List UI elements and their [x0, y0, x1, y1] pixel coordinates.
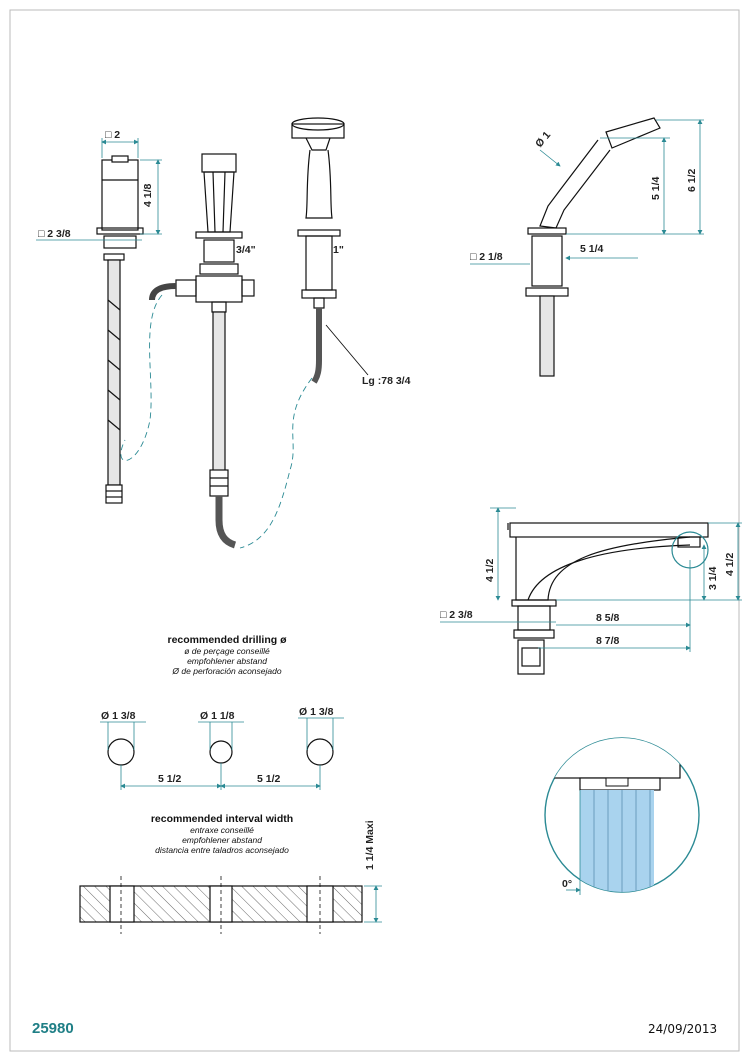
- diverter-view: [149, 153, 255, 549]
- hole-spacing-1: 5 1/2: [158, 773, 182, 785]
- dim-thread-1: 1": [333, 244, 344, 256]
- dim-spout-height-3-1-4: 3 1/4: [707, 566, 719, 590]
- flexible-hose-left: [120, 294, 163, 461]
- product-reference: 25980: [32, 1020, 74, 1037]
- dim-thread-3-4: 3/4": [236, 244, 256, 256]
- hole2-diameter: Ø 1 1/8: [200, 710, 235, 722]
- drilling-title-block: recommended drilling ø ø de perçage cons…: [97, 634, 357, 676]
- hole3-diameter: Ø 1 3/8: [299, 706, 334, 718]
- hose-leader: [325, 324, 369, 376]
- interval-title-es: distancia entre taladros aconsejado: [155, 845, 289, 855]
- dim-spout-height-right: 4 1/2: [724, 552, 736, 576]
- drawing-date: 24/09/2013: [648, 1022, 718, 1036]
- interval-title-de: empfohlener abstand: [182, 835, 262, 845]
- interval-title-fr: entraxe conseillé: [190, 825, 254, 835]
- hand-shower-view: [291, 117, 345, 384]
- water-flow-detail: [544, 737, 700, 895]
- dim-square-2-1-8: □ 2 1/8: [470, 251, 503, 263]
- dim-width-5-1-4: 5 1/4: [580, 243, 604, 255]
- valve-handle-view: [96, 155, 144, 504]
- interval-title: recommended interval width: [150, 813, 294, 825]
- drilling-title-fr: ø de perçage conseillé: [184, 646, 270, 656]
- dimension-lines-left: [36, 138, 162, 241]
- dim-height-5-1-4: 5 1/4: [650, 176, 662, 200]
- dimension-lines-right-top: [470, 119, 704, 265]
- dim-diameter-1: Ø 1: [533, 129, 553, 150]
- dim-spout-height-left: 4 1/2: [484, 558, 496, 582]
- angled-shower-view: [525, 117, 661, 377]
- drilling-dimension-lines: [100, 717, 344, 790]
- interval-max-thickness: 1 1/4 Maxi: [364, 820, 376, 870]
- dim-hose-length: Lg :78 3/4: [362, 375, 411, 387]
- dimension-lines-spout: [440, 507, 742, 652]
- flexible-hose-right: [239, 377, 313, 549]
- drilling-holes: [107, 738, 334, 766]
- interval-title-block: recommended interval width entraxe conse…: [92, 813, 352, 855]
- drilling-title: recommended drilling ø: [167, 634, 287, 646]
- dim-angle-0: 0°: [562, 878, 572, 890]
- drilling-title-es: Ø de perforación aconsejado: [172, 666, 282, 676]
- interval-dimension-lines: [364, 885, 382, 923]
- dim-square-2: □ 2: [105, 129, 120, 141]
- dim-spout-8-5-8: 8 5/8: [596, 612, 620, 624]
- dim-spout-8-7-8: 8 7/8: [596, 635, 620, 647]
- spout-view: [507, 522, 709, 675]
- dim-square-2-3-8: □ 2 3/8: [38, 228, 71, 240]
- hole1-diameter: Ø 1 3/8: [101, 710, 136, 722]
- dim-height-6-1-2: 6 1/2: [686, 168, 698, 192]
- drilling-title-de: empfohlener abstand: [187, 656, 267, 666]
- hole-spacing-2: 5 1/2: [257, 773, 281, 785]
- deck-section-hatched: [79, 876, 363, 934]
- dim-height-4-1-8: 4 1/8: [142, 183, 154, 207]
- dim-spout-square: □ 2 3/8: [440, 609, 473, 621]
